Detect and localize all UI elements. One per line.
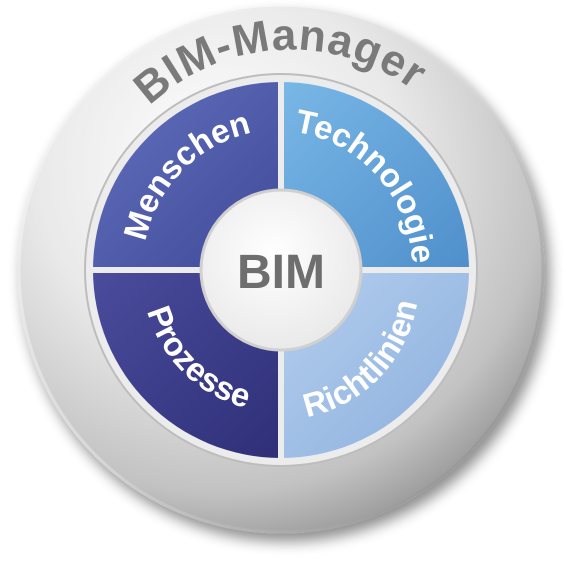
center-circle	[199, 188, 363, 352]
center-label: BIM	[237, 246, 325, 299]
